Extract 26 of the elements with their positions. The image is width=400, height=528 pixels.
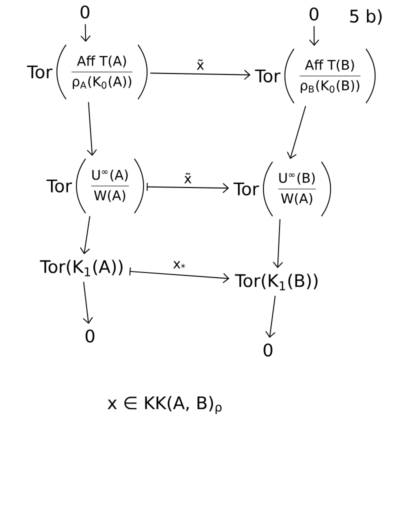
arrow: [150, 70, 250, 80]
edge-label: x$_{*}$: [172, 260, 188, 272]
formula: 0: [80, 5, 90, 19]
formula: U$^{∞}$(A) W(A) Tor: [46, 158, 144, 214]
arrow: [80, 216, 90, 254]
formula: U$^{∞}$(B) W(A) Tor: [234, 161, 332, 217]
formula: Aff T(B) ρ$_{B}$(K$_{0}$(B)) Tor: [254, 48, 376, 104]
edge-label: x̃: [182, 172, 194, 185]
page-number: 5 b): [350, 9, 382, 25]
formula: x ∈ KK(A, B)$_{ρ}$: [108, 396, 222, 414]
arrow: [265, 295, 276, 338]
edge-label: x̃: [195, 58, 206, 72]
maps-to-arrow: [146, 182, 230, 194]
formula: 0: [86, 329, 94, 343]
arrow: [86, 102, 97, 156]
formula: Tor(K$_{1}$(B)): [234, 274, 318, 290]
formula: 0: [310, 7, 318, 21]
formula: Aff T(A) ρ$_{A}$(K$_{0}$(A)) Tor: [27, 44, 148, 100]
arrow: [80, 24, 91, 42]
arrow: [272, 218, 284, 268]
maps-to-arrow: [129, 267, 230, 284]
arrow: [309, 26, 320, 46]
formula: Tor(K$_{1}$(A)): [40, 260, 123, 276]
formula: 0: [264, 343, 272, 357]
arrow: [82, 281, 93, 324]
arrow: [286, 106, 306, 159]
